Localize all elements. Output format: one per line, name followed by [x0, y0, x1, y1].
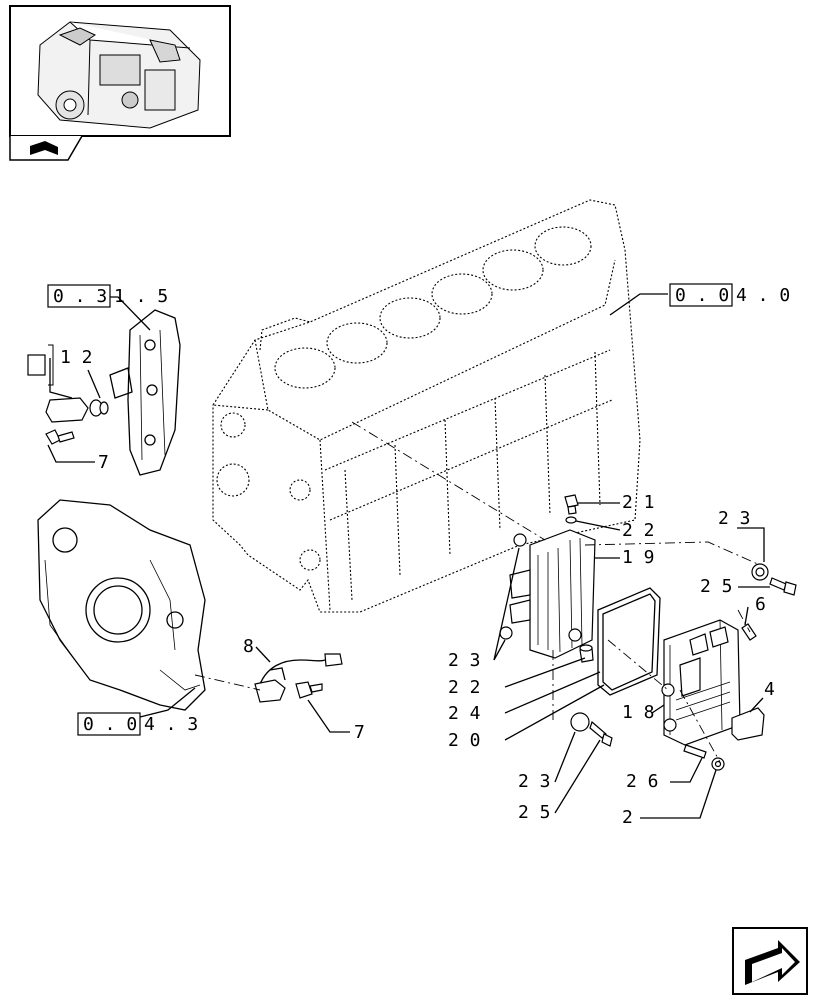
label-20: 2 0	[448, 730, 481, 751]
svg-text:0 . 3: 0 . 3	[53, 286, 107, 307]
sensor-12	[45, 397, 109, 423]
label-25-lower: 2 5	[518, 802, 551, 823]
label-8: 8	[243, 636, 254, 657]
label-18: 1 8	[622, 702, 655, 723]
cover-4	[731, 707, 765, 741]
label-19: 1 9	[622, 547, 655, 568]
ref-label-0-31-5[interactable]: 0 . 3 1 . 5	[47, 284, 168, 308]
next-page-arrow-icon[interactable]	[732, 927, 808, 995]
engine-block	[212, 199, 641, 613]
label-7-center: 7	[354, 722, 365, 743]
grommet-23-lower	[570, 712, 590, 732]
label-12: 1 2	[60, 347, 93, 368]
washer-22	[565, 516, 577, 524]
label-23-lower: 2 3	[518, 771, 551, 792]
label-25-upper: 2 5	[700, 576, 733, 597]
bolt-7-left	[45, 429, 75, 445]
timing-cover	[37, 499, 206, 711]
svg-text:4 . 3: 4 . 3	[144, 714, 198, 735]
ecu-module-18	[661, 619, 741, 746]
leader-lines	[47, 293, 770, 819]
nut-2	[711, 757, 725, 771]
label-2: 2	[622, 807, 633, 828]
catalog-book-icon[interactable]	[9, 135, 83, 161]
svg-text:4 . 0: 4 . 0	[736, 285, 790, 306]
engine-thumbnail-icon[interactable]	[9, 5, 231, 137]
label-22-lower: 2 2	[448, 677, 481, 698]
bolt-25-lower	[589, 720, 613, 747]
ref-label-0-04-3[interactable]: 0 . 0 4 . 3	[77, 712, 198, 736]
svg-text:0 . 0: 0 . 0	[83, 714, 137, 735]
label-21: 2 1	[622, 492, 655, 513]
label-23-upper: 2 3	[718, 508, 751, 529]
stud-26	[683, 744, 707, 759]
label-22-top: 2 2	[622, 520, 655, 541]
svg-text:1 . 5: 1 . 5	[114, 286, 168, 307]
label-23-left: 2 3	[448, 650, 481, 671]
label-24: 2 4	[448, 703, 481, 724]
label-6: 6	[755, 594, 766, 615]
bolt-21	[564, 494, 579, 515]
rear-plate	[109, 309, 181, 476]
gasket-20	[597, 587, 661, 696]
label-7-left: 7	[98, 452, 109, 473]
item-1-box	[27, 344, 54, 386]
svg-text:0 . 0: 0 . 0	[675, 285, 729, 306]
bolt-7-center	[295, 681, 323, 699]
label-26: 2 6	[626, 771, 659, 792]
bolt-6	[741, 623, 757, 641]
ref-label-0-04-0[interactable]: 0 . 0 4 . 0	[669, 283, 790, 307]
grommet-23-upper	[751, 563, 769, 581]
part-labels: 1 2 7 8 7 2 1 2 2 1 9 2 3 2 5 6 2 3 2 2 …	[60, 347, 775, 828]
bolt-25-upper	[769, 577, 797, 596]
ecu-bracket-19	[499, 529, 596, 659]
label-4: 4	[764, 679, 775, 700]
sensor-8	[254, 653, 343, 703]
